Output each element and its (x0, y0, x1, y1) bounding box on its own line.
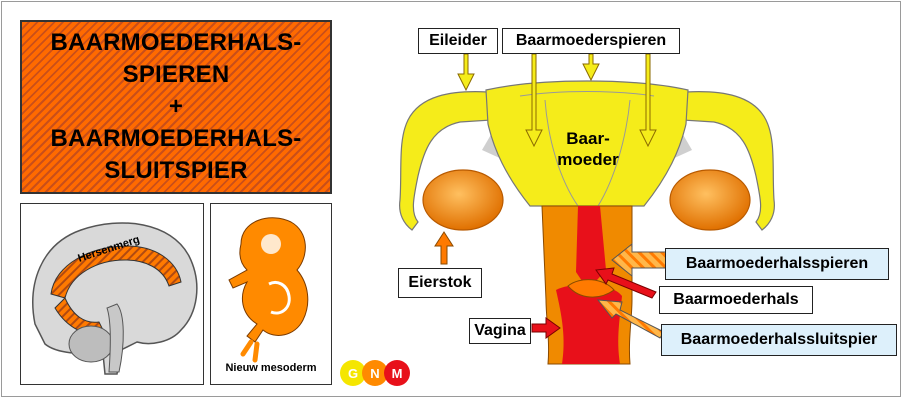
uterus-label: Baar- moeder (554, 128, 622, 170)
baarmoederhals-label: Baarmoederhals (659, 286, 813, 314)
eileider-label: Eileider (418, 28, 498, 54)
eierstok-label: Eierstok (398, 268, 482, 298)
vagina-label: Vagina (469, 318, 531, 344)
uterus-label-line1: Baar- (554, 128, 622, 149)
baarmoederhalssluitspier-label: Baarmoederhalssluitspier (661, 324, 897, 356)
ovary-left (423, 170, 503, 230)
baarmoederhalsspieren-label: Baarmoederhalsspieren (665, 248, 889, 280)
uterus-label-line2: moeder (554, 149, 622, 170)
ovary-right (670, 170, 750, 230)
baarmoederspieren-label: Baarmoederspieren (502, 28, 680, 54)
